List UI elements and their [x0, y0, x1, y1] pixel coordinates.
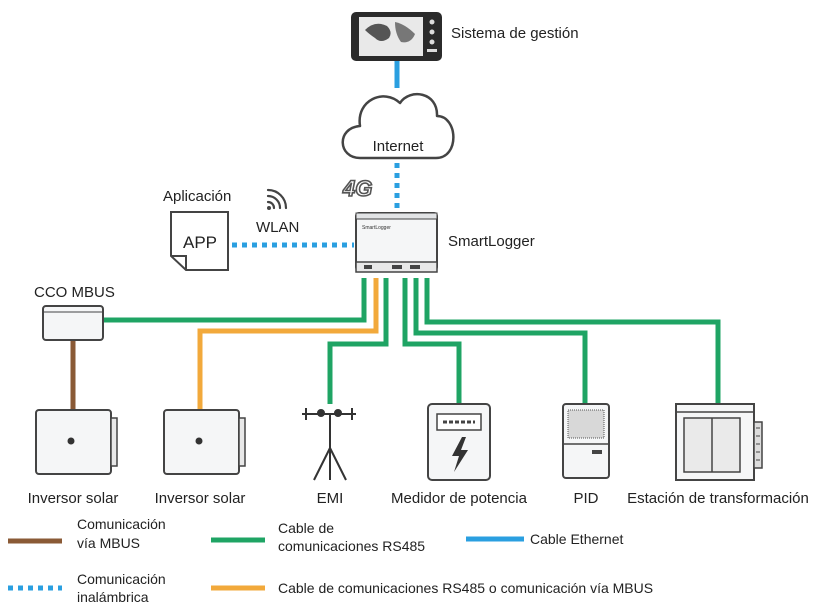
- pid-device-icon: [562, 403, 610, 479]
- 4g-label: 4G: [342, 176, 372, 201]
- rs485-line-emi: [327, 278, 389, 404]
- legend-wireless-text-line2: inalámbrica: [77, 589, 149, 605]
- svg-text:SmartLogger: SmartLogger: [362, 225, 391, 231]
- app-title-label: Aplicación: [163, 188, 231, 205]
- legend: Comunicación vía MBUS Cable de comunicac…: [8, 516, 653, 605]
- wifi-icon: [266, 188, 288, 210]
- legend-ethernet-text: Cable Ethernet: [530, 531, 624, 547]
- internet-cloud-icon: [341, 93, 455, 160]
- rs485-line-substation: [424, 278, 721, 404]
- cco-mbus-device-icon: [42, 305, 104, 341]
- pid-label: PID: [573, 490, 598, 507]
- legend-mbus-text-line1: Comunicación: [77, 516, 166, 532]
- inverter1-label: Inversor solar: [28, 490, 119, 507]
- legend-wireless-text-line1: Comunicación: [77, 571, 166, 587]
- emi-label: EMI: [317, 490, 344, 507]
- emi-weather-station-icon: [302, 408, 356, 481]
- rs485-line-pid: [413, 278, 588, 404]
- legend-rs485-text-line2: comunicaciones RS485: [278, 538, 425, 554]
- power-meter-icon: [427, 403, 491, 481]
- rs485-line-meter: [402, 278, 462, 404]
- app-icon: [170, 211, 229, 271]
- legend-rs485-text-line1: Cable de: [278, 520, 334, 536]
- inverter-icon: [163, 409, 246, 475]
- rs485-or-mbus-line-inverter2: [197, 278, 379, 410]
- management-system-icon: [351, 12, 442, 61]
- substation-icon: [675, 403, 763, 481]
- legend-mbus-text-line2: vía MBUS: [77, 535, 140, 551]
- wlan-label: WLAN: [256, 219, 299, 236]
- power-meter-label: Medidor de potencia: [391, 490, 528, 507]
- inverter-icon: [35, 409, 118, 475]
- cco-mbus-label: CCO MBUS: [34, 284, 115, 301]
- management-system-label: Sistema de gestión: [451, 25, 579, 42]
- internet-label: Internet: [373, 138, 425, 155]
- inverter2-label: Inversor solar: [155, 490, 246, 507]
- app-icon-text: APP: [183, 233, 217, 252]
- legend-rs485-or-mbus-text: Cable de comunicaciones RS485 o comunica…: [278, 580, 653, 596]
- smartlogger-device-icon: SmartLogger: [355, 212, 438, 273]
- substation-label: Estación de transformación: [627, 490, 809, 507]
- rs485-line-cco: [103, 278, 367, 323]
- smartlogger-label: SmartLogger: [448, 233, 535, 250]
